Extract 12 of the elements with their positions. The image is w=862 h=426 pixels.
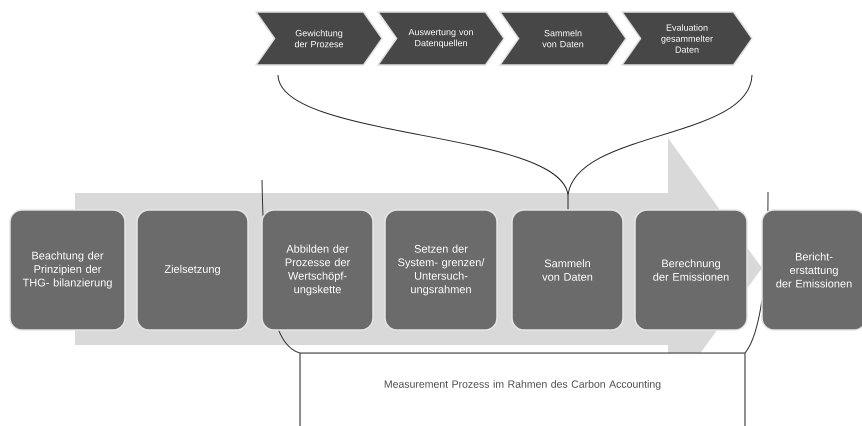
chevron-step: Gewichtung der Prozese [254,11,383,66]
process-box: Bericht- erstattung der Emissionen [761,209,862,331]
process-box: Zielsetzung [136,209,249,331]
chevron-step: Auswertung von Datenquellen [376,11,505,66]
process-box: Beachtung der Prinzipien der THG- bilanzierung [9,209,126,331]
chevron-step: Sammeln von Daten [498,11,627,66]
frame-box: Measurement Prozess im Rahmen des Carbon Accounting [299,352,746,426]
process-box: Abbilden der Prozesse der Wertschöpf- ungskette [261,209,374,331]
process-box: Setzen der System- grenzen/ Untersuch- ungsrahmen [384,209,498,331]
chevron-step: Evaluation gesammelter Daten [620,11,753,66]
process-box: Berechnung der Emissionen [634,209,748,331]
process-box: Sammeln von Daten [511,209,624,331]
